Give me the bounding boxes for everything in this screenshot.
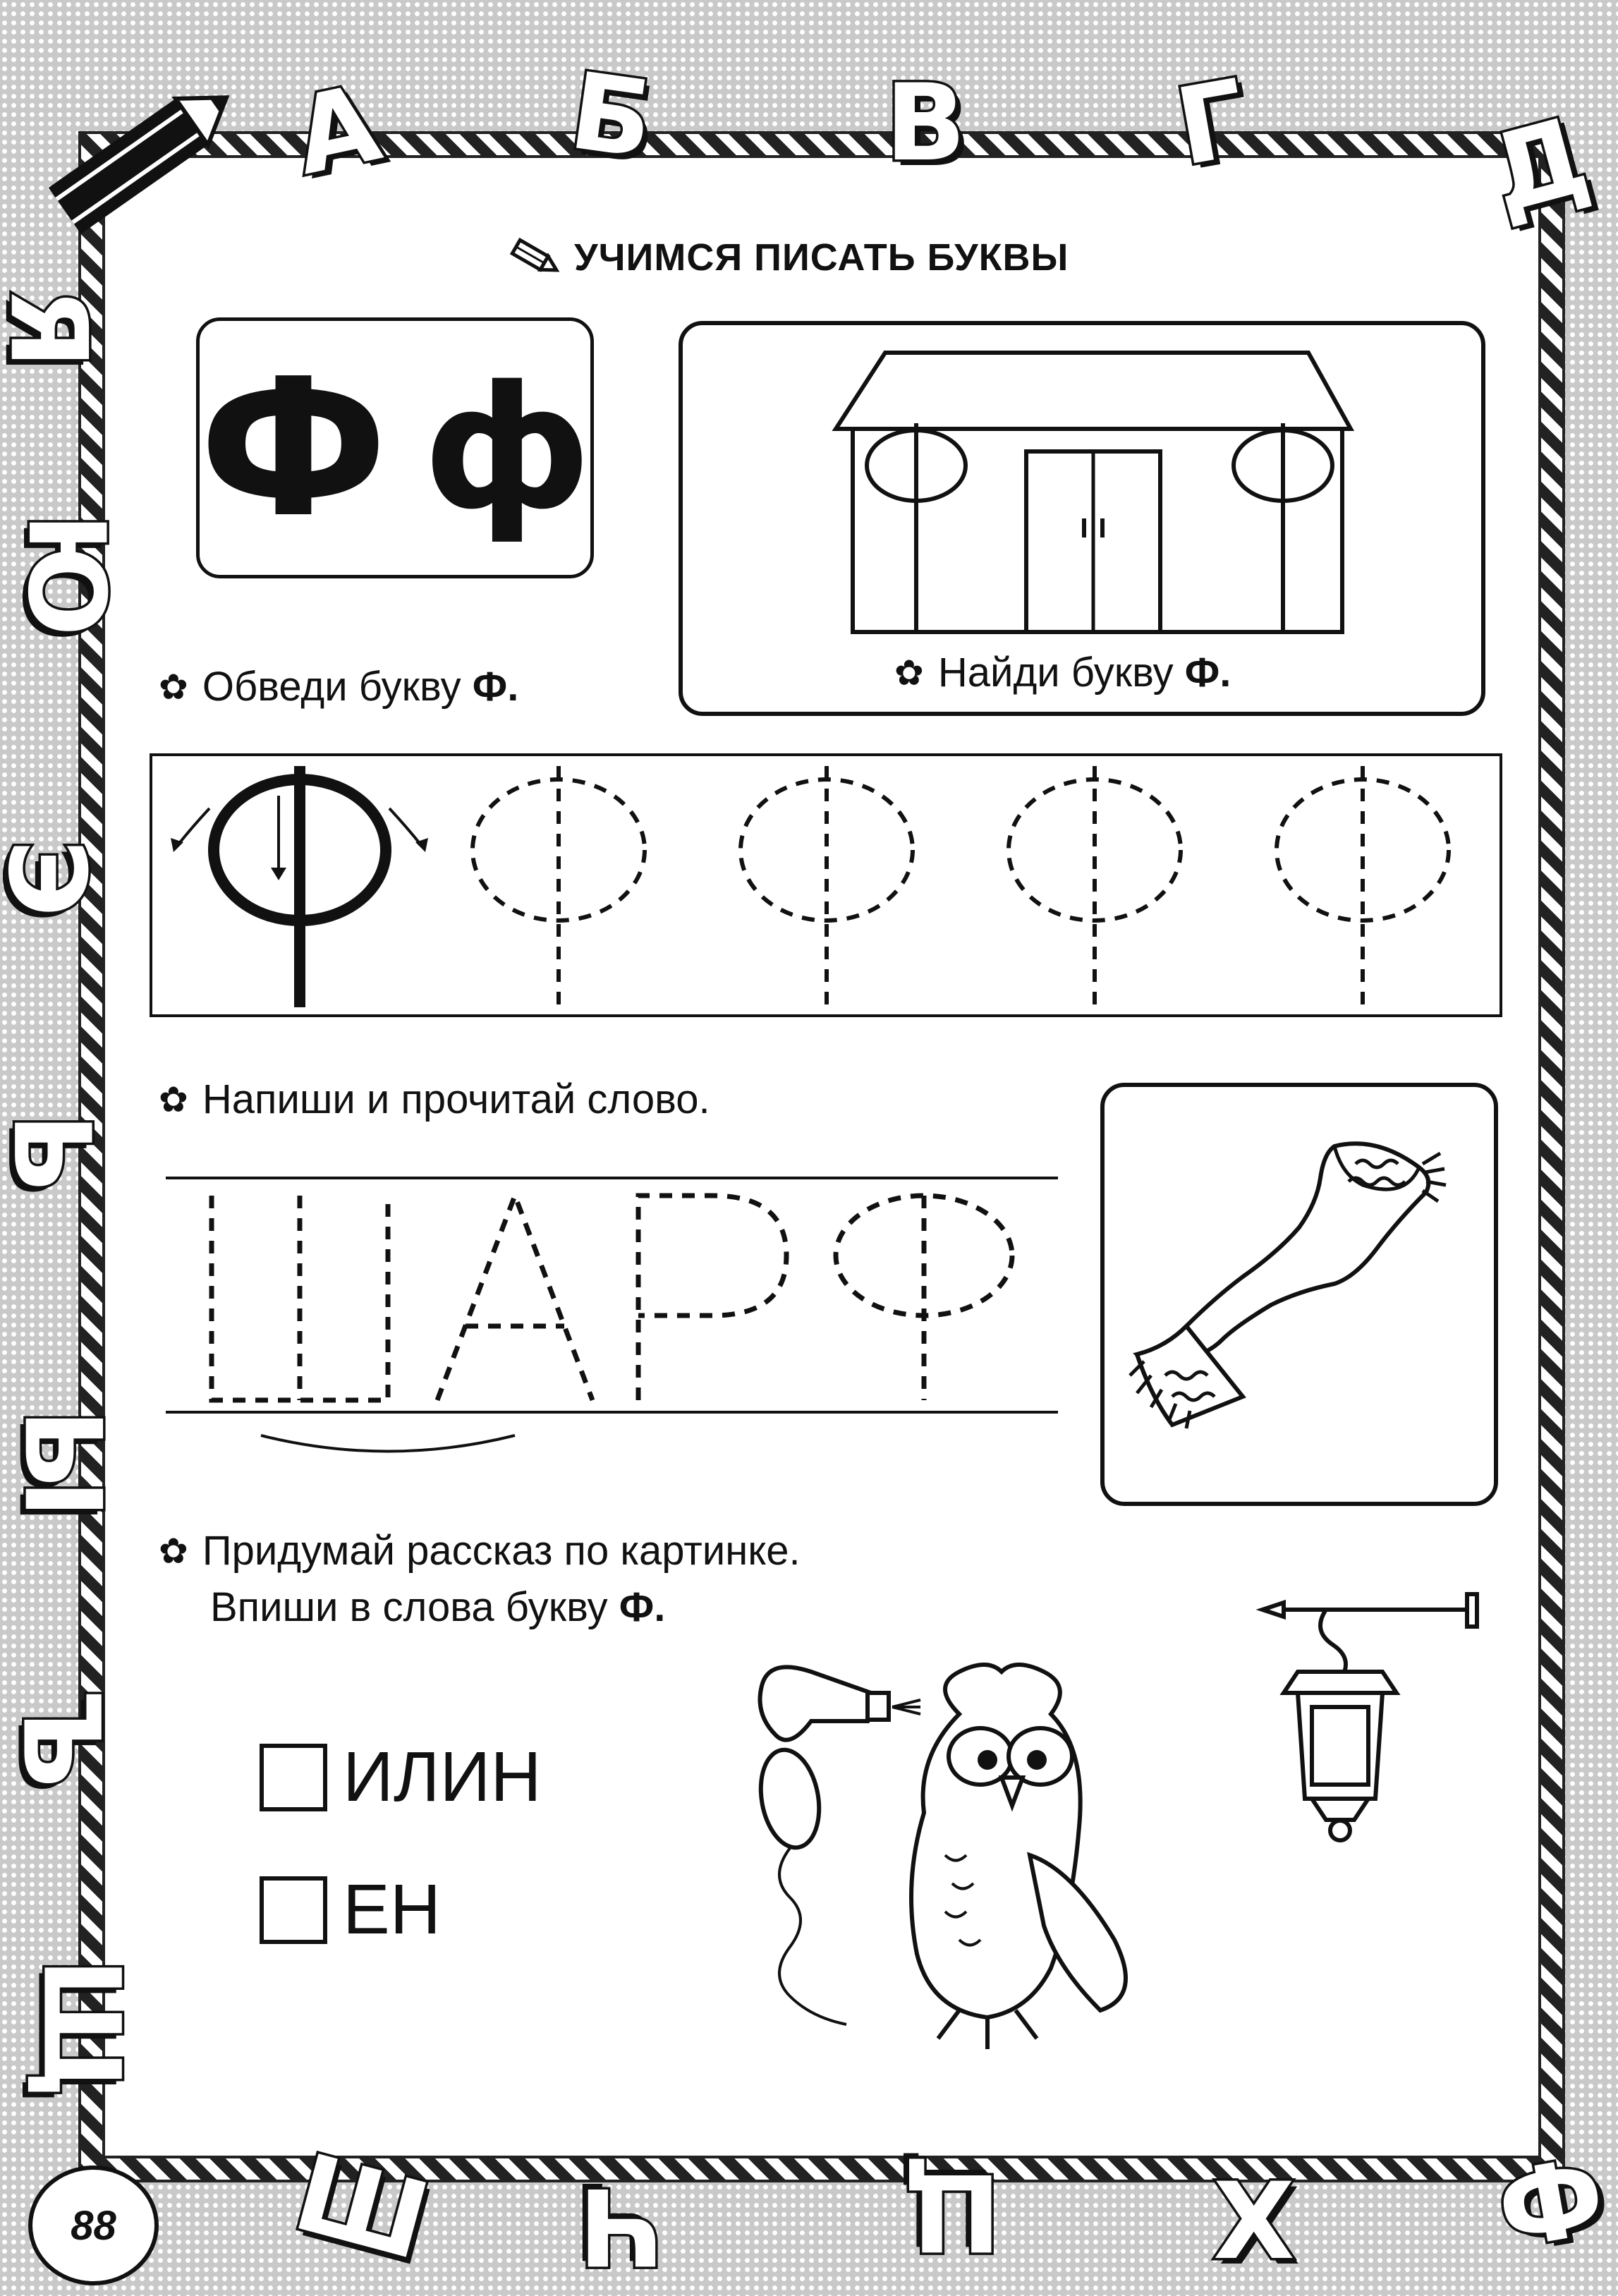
trace-instruction: ✿ Обведи букву Ф. xyxy=(159,664,519,710)
house-illustration xyxy=(832,351,1355,634)
lowercase-letter: ф xyxy=(422,349,591,547)
border-letter: Ы xyxy=(0,1407,126,1521)
page-number: 88 xyxy=(28,2166,159,2285)
flower-icon: ✿ xyxy=(159,1079,188,1120)
find-instruction: ✿ Найди букву Ф. xyxy=(894,650,1231,696)
border-letter: Ц xyxy=(901,2148,1004,2276)
border-letter: Ф xyxy=(1487,2132,1617,2276)
border-letter: Э xyxy=(0,837,110,919)
letter-card: Ф ф xyxy=(196,317,594,578)
dotted-letter xyxy=(470,777,647,923)
pencil-icon xyxy=(509,237,560,272)
border-letter: Щ xyxy=(17,1955,145,2101)
owl-illustration xyxy=(758,1663,1128,2049)
border-letter: Ь xyxy=(0,1110,115,1196)
border-letter: Б xyxy=(561,47,662,185)
border-letter: Ч xyxy=(576,2162,667,2290)
flower-icon: ✿ xyxy=(159,666,188,707)
story-instruction-line2: Впиши в слова букву Ф. xyxy=(210,1584,666,1630)
dotted-letter xyxy=(1006,777,1183,923)
word-blank: ЕН xyxy=(260,1869,441,1950)
letter-box[interactable] xyxy=(260,1743,327,1811)
letter-box[interactable] xyxy=(260,1876,327,1944)
border-letter: В xyxy=(882,62,968,185)
trace-area xyxy=(150,753,1502,1017)
pencil-icon xyxy=(48,95,230,234)
border-letter: Ъ xyxy=(0,1687,124,1791)
dotted-word xyxy=(166,1177,1058,1453)
write-word-instruction: ✿ Напиши и прочитай слово. xyxy=(159,1076,710,1122)
border-letter: Ш xyxy=(280,2129,443,2286)
lantern-illustration xyxy=(1255,1592,1479,1842)
border-letter: Х xyxy=(1211,2161,1298,2283)
scarf-illustration xyxy=(1129,1141,1447,1429)
word-blank: ИЛИН xyxy=(260,1737,542,1818)
uppercase-letter: Ф xyxy=(199,336,388,559)
page-inner-border xyxy=(102,155,1541,2158)
flower-icon: ✿ xyxy=(159,1530,188,1572)
flower-icon: ✿ xyxy=(894,652,924,693)
dotted-letter xyxy=(738,777,915,923)
sample-letter xyxy=(171,766,428,1007)
dotted-letter xyxy=(1275,777,1451,923)
tracing-letters xyxy=(171,766,1451,1007)
border-letter: Ю xyxy=(2,510,130,639)
page-header: УЧИМСЯ ПИСАТЬ БУКВЫ xyxy=(508,233,1069,282)
page-title: УЧИМСЯ ПИСАТЬ БУКВЫ xyxy=(574,236,1069,279)
story-instruction: ✿ Придумай рассказ по картинке. xyxy=(159,1528,801,1574)
border-letter: Я xyxy=(0,285,111,372)
